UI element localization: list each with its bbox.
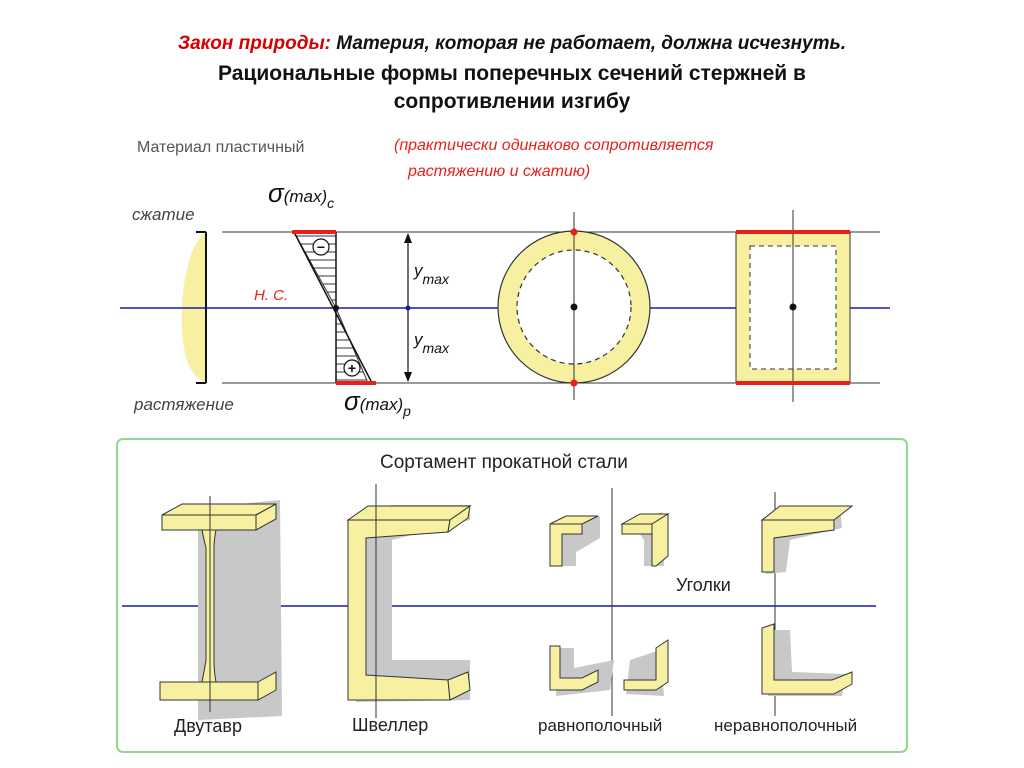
stress-line [293, 231, 373, 384]
ymax-upper-label: ymax [413, 261, 450, 287]
ymax-lower-label: ymax [413, 330, 450, 356]
channel-label: Швеллер [352, 715, 428, 735]
header: Закон природы: Материя, которая не работ… [0, 32, 1024, 116]
sigma-max-compression: σ(max)c [268, 178, 334, 211]
material-label: Материал пластичный [137, 139, 304, 156]
title-line-2: сопротивлении изгибу [393, 90, 631, 113]
i-beam-shape [159, 496, 282, 720]
sortament-frame [116, 438, 908, 753]
sortament-title: Сортамент прокатной стали [380, 452, 628, 473]
plus-sign-circle [343, 359, 361, 377]
sigma-max-tension: σ(max)p [344, 386, 411, 419]
law-text: Материя, которая не работает, должна исч… [331, 33, 847, 54]
ring-section [497, 212, 651, 400]
tension-label: растяжение [133, 395, 234, 414]
law-of-nature-line: Закон природы: Материя, которая не работ… [0, 32, 1024, 56]
note-line-1: (практически одинаково сопротивляется [394, 137, 714, 154]
unequal-angle-shapes [760, 492, 854, 716]
angles-label: Уголки [676, 575, 731, 595]
plus-sign: + [348, 360, 356, 376]
channel-shape [346, 484, 472, 718]
law-label: Закон природы: [177, 33, 332, 54]
i-beam-label: Двутавр [174, 716, 242, 736]
neutral-axis-label: Н. С. [254, 287, 288, 304]
page-title: Рациональные формы поперечных сечений ст… [0, 60, 1024, 116]
note-line-2: растяжению и сжатию) [407, 163, 590, 180]
minus-sign: − [317, 239, 325, 255]
compression-label: сжатие [132, 205, 195, 224]
unequal-angle-label: неравнополочный [714, 716, 857, 735]
box-section [735, 210, 851, 402]
equal-angle-shapes [549, 488, 670, 716]
title-line-1: Рациональные формы поперечных сечений ст… [218, 62, 806, 85]
equal-angle-label: равнополочный [538, 716, 662, 735]
minus-sign-circle [312, 238, 330, 256]
